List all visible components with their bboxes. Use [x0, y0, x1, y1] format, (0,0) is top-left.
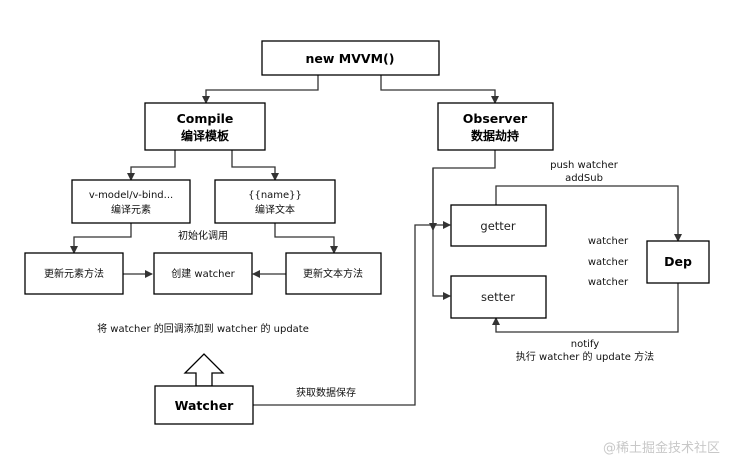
- node-name-template: {{name}} 编译文本: [214, 179, 336, 224]
- node-getter-rect: [450, 204, 547, 247]
- node-setter-label: setter: [481, 290, 515, 304]
- node-mvvm-label: new MVVM(): [306, 51, 395, 66]
- node-observer-subtitle: 数据劫持: [471, 128, 519, 143]
- node-name-template-line2: 编译文本: [255, 203, 295, 216]
- node-vmodel-rect: [71, 179, 191, 224]
- node-name-template-line1: {{name}}: [248, 190, 302, 201]
- label-notify: notify: [571, 339, 600, 350]
- node-watcher-label: Watcher: [175, 398, 235, 413]
- node-create-watcher: 创建 watcher: [153, 252, 253, 295]
- edge-mvvm-compile: [202, 75, 319, 104]
- node-dep: Dep: [646, 240, 710, 284]
- edge-name-update-text: [274, 223, 338, 254]
- node-update-text-rect: [285, 252, 382, 295]
- edge-compile-name: [231, 150, 279, 181]
- edges: [70, 75, 682, 406]
- node-compile-rect: [144, 102, 266, 151]
- edge-observer-branch: [432, 150, 496, 300]
- node-create-watcher-rect: [153, 252, 253, 295]
- edge-watcher-getter: [253, 221, 451, 406]
- node-getter: getter: [450, 204, 547, 247]
- node-setter-rect: [450, 275, 547, 319]
- label-add-callback: 将 watcher 的回调添加到 watcher 的 update: [97, 322, 309, 335]
- edge-dep-setter: [492, 283, 679, 333]
- node-compile-title: Compile: [177, 111, 234, 126]
- node-name-template-rect: [214, 179, 336, 224]
- node-observer-rect: [437, 102, 554, 151]
- edge-vmodel-update-el: [70, 223, 132, 254]
- node-vmodel-line2: 编译元素: [111, 203, 151, 216]
- node-create-watcher-label: 创建 watcher: [171, 267, 235, 280]
- label-dep-watcher-1: watcher: [588, 236, 629, 247]
- node-observer: Observer 数据劫持: [437, 102, 554, 151]
- node-setter: setter: [450, 275, 547, 319]
- node-watcher-rect: [154, 385, 254, 425]
- label-get-save: 获取数据保存: [296, 386, 356, 399]
- node-vmodel: v-model/v-bind... 编译元素: [71, 179, 191, 224]
- node-update-element-rect: [24, 252, 124, 295]
- node-update-text-label: 更新文本方法: [303, 267, 363, 280]
- label-init-call: 初始化调用: [178, 229, 228, 242]
- node-getter-label: getter: [480, 219, 515, 233]
- watermark: @稀土掘金技术社区: [603, 440, 720, 456]
- node-dep-rect: [646, 240, 710, 284]
- label-push-watcher: push watcher: [550, 160, 619, 171]
- node-mvvm-rect: [261, 40, 440, 76]
- node-compile: Compile 编译模板: [144, 102, 266, 151]
- label-dep-watcher-3: watcher: [588, 277, 629, 288]
- hollow-up-arrow: [183, 353, 225, 387]
- node-watcher: Watcher: [154, 385, 254, 425]
- node-vmodel-line1: v-model/v-bind...: [89, 190, 173, 201]
- node-observer-title: Observer: [463, 111, 528, 126]
- label-add-sub: addSub: [565, 173, 603, 184]
- edge-compile-vmodel: [127, 150, 176, 181]
- node-update-element: 更新元素方法: [24, 252, 124, 295]
- node-dep-label: Dep: [664, 254, 692, 269]
- edge-mvvm-observer: [380, 75, 499, 104]
- node-compile-subtitle: 编译模板: [180, 128, 230, 143]
- node-update-text: 更新文本方法: [285, 252, 382, 295]
- label-dep-watcher-2: watcher: [588, 257, 629, 268]
- label-run-update: 执行 watcher 的 update 方法: [516, 350, 654, 363]
- node-mvvm: new MVVM(): [261, 40, 440, 76]
- edge-getter-dep: [495, 185, 682, 242]
- node-update-element-label: 更新元素方法: [44, 267, 104, 280]
